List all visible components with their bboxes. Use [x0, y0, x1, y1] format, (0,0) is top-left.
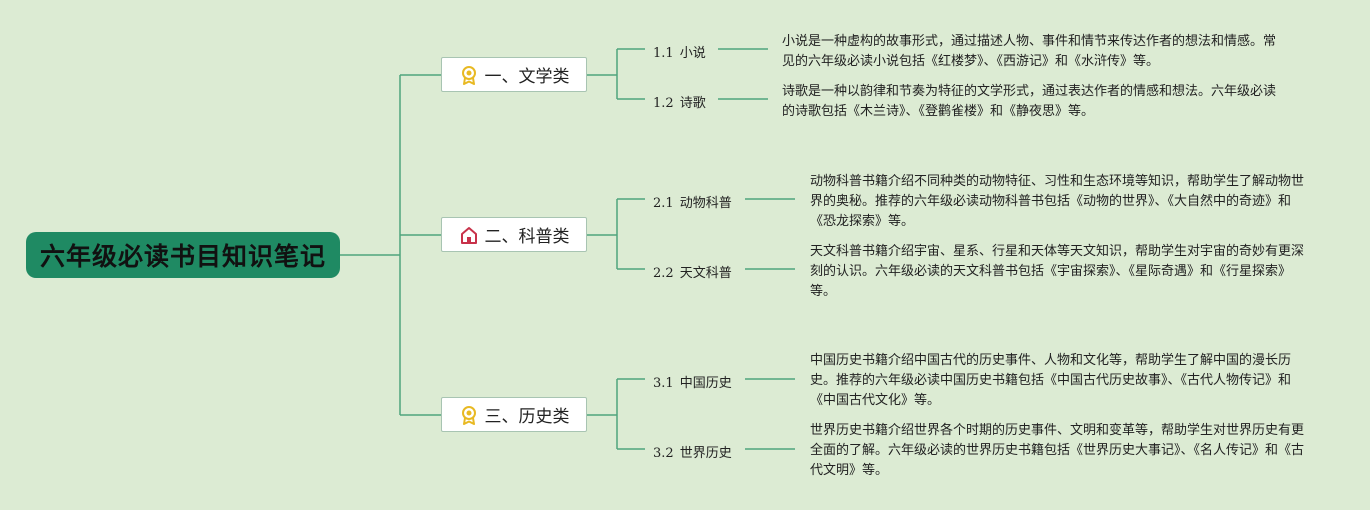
- category-label: 一、文学类: [484, 67, 570, 87]
- category-node-literature[interactable]: 一、文学类: [441, 57, 587, 92]
- home-icon: [459, 225, 479, 245]
- category-label: 三、历史类: [484, 407, 570, 427]
- medal-icon: [459, 405, 479, 425]
- sub-description-1-2: 诗歌是一种以韵律和节奏为特征的文学形式，通过表达作者的情感和想法。六年级必读的诗…: [782, 84, 1277, 119]
- medal-icon: [459, 65, 479, 85]
- category-node-science[interactable]: 二、科普类: [441, 217, 587, 252]
- root-title: 六年级必读书目知识笔记: [39, 242, 326, 271]
- sub-description-1-1: 小说是一种虚构的故事形式，通过描述人物、事件和情节来传达作者的想法和情感。常见的…: [782, 34, 1277, 69]
- sub-description-2-2: 天文科普书籍介绍宇宙、星系、行星和天体等天文知识，帮助学生对宇宙的奇妙有更深刻的…: [810, 244, 1305, 299]
- sub-description-3-1: 中国历史书籍介绍中国古代的历史事件、人物和文化等，帮助学生了解中国的漫长历史。推…: [810, 353, 1292, 408]
- sub-description-2-1: 动物科普书籍介绍不同种类的动物特征、习性和生态环境等知识，帮助学生了解动物世界的…: [810, 174, 1305, 229]
- category-label: 二、科普类: [484, 227, 570, 247]
- sub-description-3-2: 世界历史书籍介绍世界各个时期的历史事件、文明和变革等，帮助学生对世界历史有更全面…: [810, 423, 1305, 478]
- root-node[interactable]: 六年级必读书目知识笔记: [26, 232, 340, 278]
- category-node-history[interactable]: 三、历史类: [441, 397, 587, 432]
